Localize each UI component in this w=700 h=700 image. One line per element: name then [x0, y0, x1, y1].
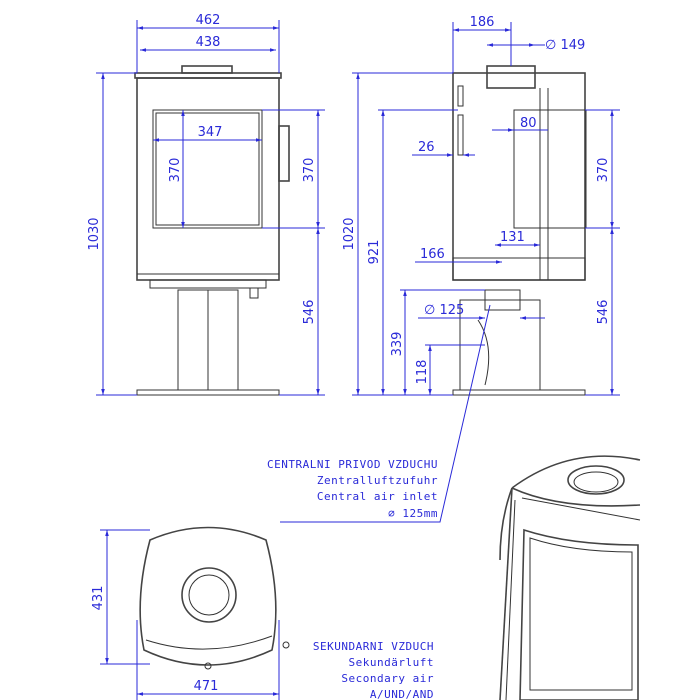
dim-546-side: 546: [596, 300, 611, 325]
dim-1020: 1020: [342, 217, 357, 250]
dim-80: 80: [520, 116, 537, 131]
door-handle: [278, 125, 290, 182]
svg-text:Sekundärluft: Sekundärluft: [349, 656, 434, 669]
dim-inlet-diameter: ∅ 125: [424, 303, 464, 318]
top-view: 431 471: [91, 526, 290, 700]
dim-118: 118: [415, 360, 430, 385]
side-view: 186 ∅ 149 1020 921 26 80 131 166 ∅ 125 3…: [342, 15, 620, 396]
air-inlet-leader: [280, 304, 491, 523]
dim-370-side: 370: [596, 158, 611, 183]
dim-438: 438: [196, 35, 221, 50]
dim-flue-diameter: ∅ 149: [545, 38, 585, 53]
perspective-view: [499, 455, 641, 700]
flue-outlet: [486, 65, 536, 89]
dim-347: 347: [198, 125, 223, 140]
dim-339: 339: [390, 332, 405, 357]
svg-text:Secondary air: Secondary air: [341, 672, 434, 685]
dim-166: 166: [420, 247, 445, 262]
dim-370-glass: 370: [168, 158, 183, 183]
dim-370-right: 370: [302, 158, 317, 183]
secondary-air-note: SEKUNDARNI VZDUCH Sekundärluft Secondary…: [313, 640, 434, 700]
dim-26: 26: [418, 140, 435, 155]
svg-text:Central air inlet: Central air inlet: [317, 490, 438, 503]
dim-131: 131: [500, 230, 525, 245]
dim-546: 546: [302, 300, 317, 325]
dim-462: 462: [196, 13, 221, 28]
central-air-note: CENTRALNI PRIVOD VZDUCHU Zentralluftzufu…: [267, 458, 438, 520]
dim-471: 471: [194, 679, 219, 694]
dim-921: 921: [367, 240, 382, 265]
svg-text:SEKUNDARNI VZDUCH: SEKUNDARNI VZDUCH: [313, 640, 434, 653]
svg-text:∅ 125mm: ∅ 125mm: [388, 507, 438, 520]
svg-text:A/UND/AND: A/UND/AND: [370, 688, 434, 700]
dim-431: 431: [91, 586, 106, 611]
svg-text:Zentralluftzufuhr: Zentralluftzufuhr: [317, 474, 438, 487]
svg-text:CENTRALNI PRIVOD VZDUCHU: CENTRALNI PRIVOD VZDUCHU: [267, 458, 438, 471]
dim-186: 186: [470, 15, 495, 30]
front-view: 462 438 347 370 370 546 1030: [87, 13, 325, 396]
dim-1030: 1030: [87, 217, 102, 250]
